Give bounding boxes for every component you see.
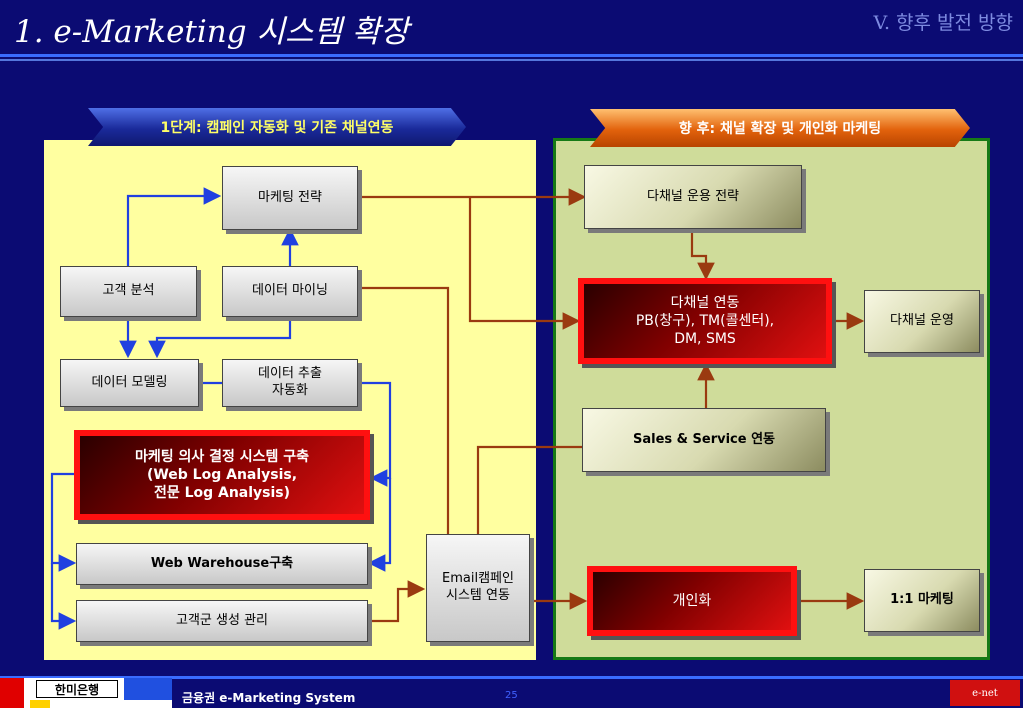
bank-logo-text: 한미은행 [36,680,118,698]
arrow-extraction-to-warehouse [367,478,392,572]
arrow-decision-to-segment [50,563,77,630]
web-warehouse-box: Web Warehouse구축 [76,543,368,585]
arrow-mc-strategy-to-link [690,229,715,281]
multichannel-link-label: 다채널 연동 PB(창구), TM(콜센터), DM, SMS [584,284,826,358]
line-mining-to-email [358,286,450,534]
data-extraction-box: 데이터 추출 자동화 [222,359,358,407]
arrow-extraction-to-decision [358,381,392,487]
bank-logo: 한미은행 [0,678,172,708]
arrow-segment-to-email [368,580,426,623]
customer-analysis-box: 고객 분석 [60,266,197,317]
phase1-banner: 1단계: 캠페인 자동화 및 기존 채널연동 [88,108,466,146]
header-divider-thin [0,59,1023,61]
personalization-label: 개인화 [593,572,791,630]
header-divider [0,54,1023,57]
page-title: 1. e-Marketing 시스템 확장 [14,14,409,50]
email-campaign-box: Email캠페인 시스템 연동 [426,534,530,642]
multichannel-link-box: 다채널 연동 PB(창구), TM(콜센터), DM, SMS [578,278,832,364]
future-banner: 향 후: 채널 확장 및 개인화 마케팅 [590,109,970,147]
arrow-customer-to-strategy [126,187,222,266]
multichannel-strategy-box: 다채널 운용 전략 [584,165,802,229]
page-number: 25 [505,690,518,701]
marketing-strategy-box: 마케팅 전략 [222,166,358,230]
section-label: V. 향후 발전 방향 [873,12,1013,34]
personalization-box: 개인화 [587,566,797,636]
multichannel-operation-box: 다채널 운영 [864,290,980,353]
one-to-one-marketing-box: 1:1 마케팅 [864,569,980,632]
footer-divider [0,676,1023,679]
arrow-strategy-to-multichannel-link [468,197,581,330]
decision-system-label: 마케팅 의사 결정 시스템 구축 (Web Log Analysis, 전문 L… [80,436,364,514]
brand-logo: e-net [950,680,1020,706]
data-mining-box: 데이터 마이닝 [222,266,358,317]
segment-creation-box: 고객군 생성 관리 [76,600,368,642]
decision-system-box: 마케팅 의사 결정 시스템 구축 (Web Log Analysis, 전문 L… [74,430,370,520]
arrow-mining-to-modeling [148,317,292,359]
arrow-decision-to-warehouse [50,472,77,572]
line-email-to-sales [476,445,582,534]
sales-service-box: Sales & Service 연동 [582,408,826,472]
data-modeling-box: 데이터 모델링 [60,359,199,407]
footer-system-label: 금융권 e-Marketing System [182,691,356,705]
